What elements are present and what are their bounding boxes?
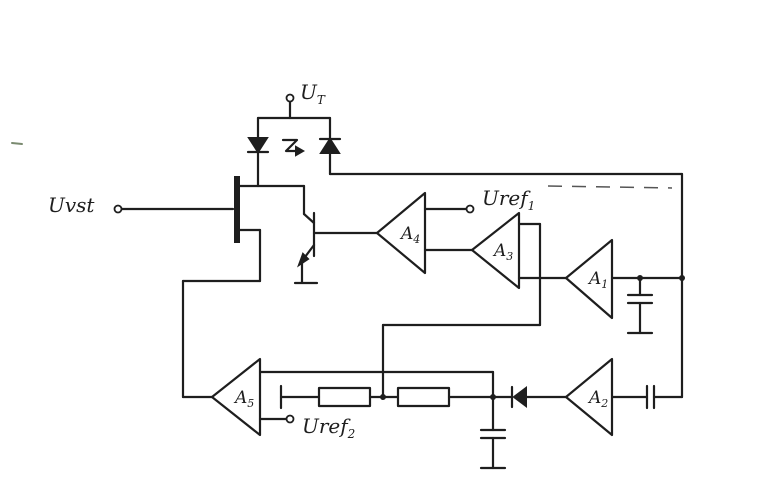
rectifier-diode xyxy=(491,385,527,409)
amplifier-a3 xyxy=(470,211,521,290)
led-diode-right xyxy=(318,137,342,154)
transistor xyxy=(293,211,379,285)
ref1-label: Uref1 xyxy=(482,186,535,213)
resistor-1 xyxy=(317,386,372,408)
amplifier-a5 xyxy=(210,357,262,437)
input-label: Uvst xyxy=(48,193,95,217)
amplifier-a4 xyxy=(375,191,427,275)
amplifier-a2 xyxy=(564,357,614,437)
supply-terminal xyxy=(285,93,295,103)
resistor-2 xyxy=(396,386,451,408)
supply-label: UT xyxy=(300,80,326,107)
input-terminal xyxy=(113,204,123,214)
led-diode-left xyxy=(246,137,270,154)
capacitor-a2-coupling xyxy=(610,384,684,410)
fet-channel xyxy=(181,184,306,399)
capacitor-a1 xyxy=(626,276,654,335)
amplifier-a1-label: A1 xyxy=(587,269,608,291)
scan-mark xyxy=(11,142,23,145)
supply-network xyxy=(256,99,684,399)
amplifier-a2-label: A2 xyxy=(587,388,608,410)
ref2-terminal xyxy=(285,414,295,424)
amplifier-a3-label: A3 xyxy=(492,241,513,263)
ref2-label: Uref2 xyxy=(302,414,355,441)
photo-arrow xyxy=(281,138,306,157)
scan-artifact xyxy=(547,185,673,189)
amplifier-a5-label: A5 xyxy=(233,388,254,410)
ref1-terminal xyxy=(465,204,475,214)
amplifier-a4-label: A4 xyxy=(399,224,420,246)
capacitor-filter xyxy=(479,395,507,470)
